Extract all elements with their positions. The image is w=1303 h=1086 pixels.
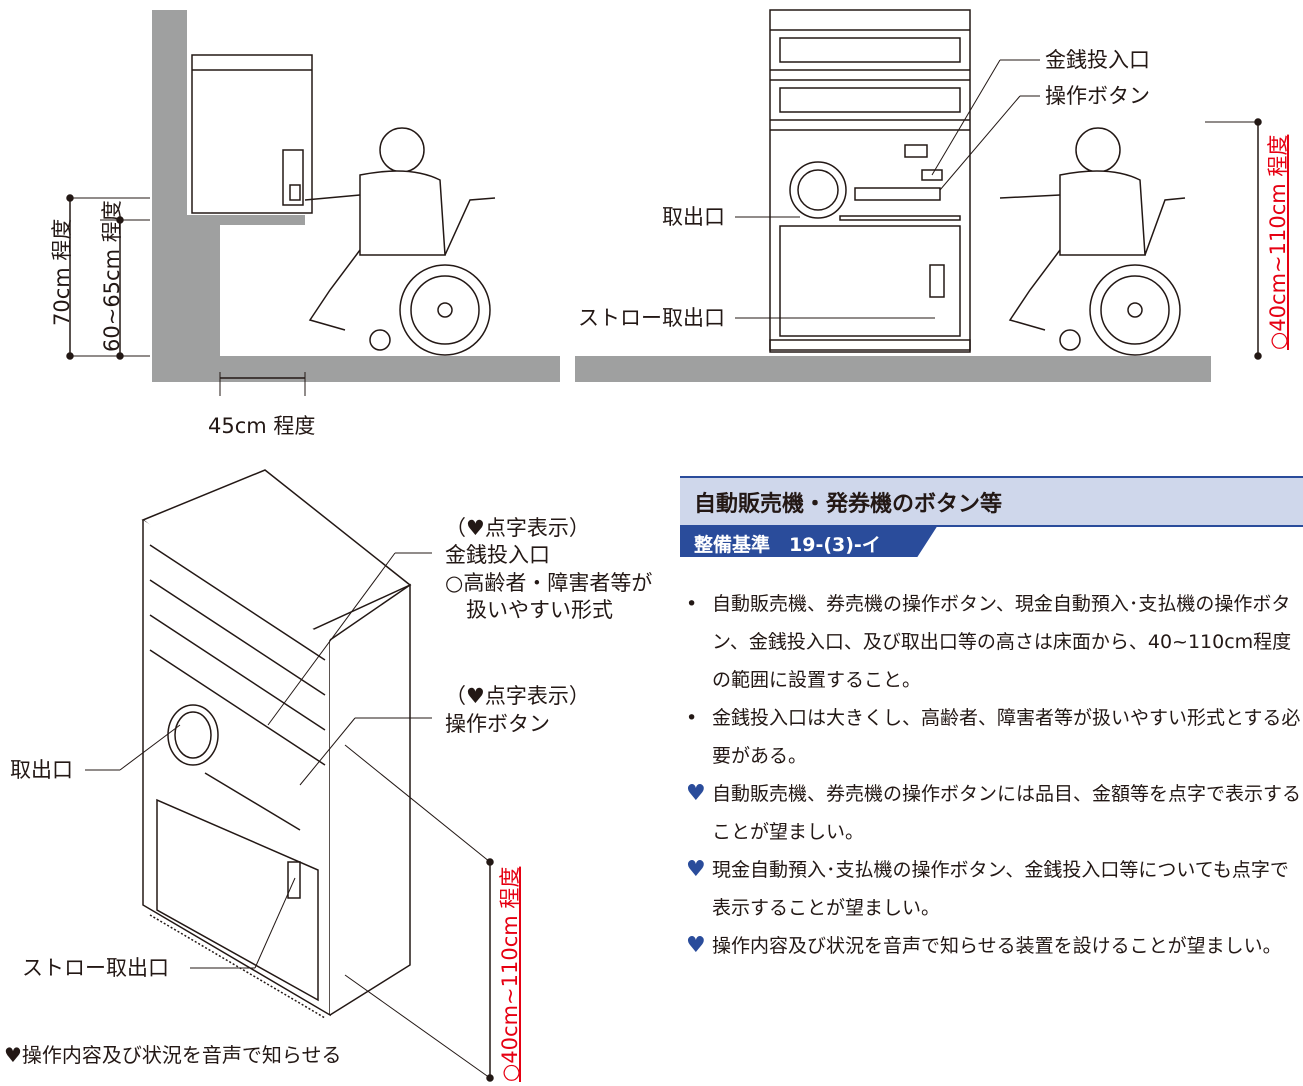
vending-isometric-drawing xyxy=(85,469,494,1082)
operation-button-label: 操作ボタン xyxy=(1045,84,1150,108)
tag-background xyxy=(680,525,938,557)
wheelchair-user-figure-2 xyxy=(999,127,1186,356)
card-title: 自動販売機・発券機のボタン等 xyxy=(680,476,1303,525)
operation-button-label-2: 操作ボタン xyxy=(445,712,550,736)
height-range-label-2: ○40cm~110cm 程度 xyxy=(498,866,522,1082)
requirement-item: ♥ 操作内容及び状況を音声で知らせる装置を設けることが望ましい。 xyxy=(680,927,1303,965)
wheelchair-user-figure xyxy=(304,127,496,356)
requirement-text: 自動販売機、券売機の操作ボタンには品目、金額等を点字で表示することが望ましい。 xyxy=(712,783,1302,843)
dim-60-65cm-label: 60~65cm 程度 xyxy=(100,200,124,352)
counter-section-drawing xyxy=(66,10,560,396)
straw-outlet-label: ストロー取出口 xyxy=(578,306,725,330)
braille-coin-label: （♥点字表示） xyxy=(445,516,590,540)
coin-slot-label: 金銭投入口 xyxy=(1045,48,1150,72)
outlet-label: 取出口 xyxy=(662,205,725,229)
requirement-text: 現金自動預入･支払機の操作ボタン、金銭投入口等についても点字で表示することが望ま… xyxy=(712,859,1289,919)
requirement-list: • 自動販売機、券売機の操作ボタン、現金自動預入･支払機の操作ボタン、金銭投入口、… xyxy=(680,585,1303,965)
coin-note-line-2: 扱いやすい形式 xyxy=(466,598,613,622)
height-range-label: ○40cm~110cm 程度 xyxy=(1266,134,1290,350)
requirement-item: • 金銭投入口は大きくし、高齢者、障害者等が扱いやすい形式とする必要がある。 xyxy=(680,699,1303,775)
voice-note-label: ♥操作内容及び状況を音声で知らせる xyxy=(4,1043,342,1067)
coin-slot-label-2: 金銭投入口 xyxy=(445,543,550,567)
requirement-text: 金銭投入口は大きくし、高齢者、障害者等が扱いやすい形式とする必要がある。 xyxy=(712,707,1301,767)
tag-rule xyxy=(680,525,1303,527)
braille-button-label: （♥点字表示） xyxy=(445,684,590,708)
heart-icon: ♥ xyxy=(686,857,706,882)
heart-icon: ♥ xyxy=(686,781,706,806)
requirement-item: • 自動販売機、券売機の操作ボタン、現金自動預入･支払機の操作ボタン、金銭投入口、… xyxy=(680,585,1303,699)
bullet-marker: • xyxy=(686,707,698,729)
vending-front-view-drawing xyxy=(575,9,1262,382)
outlet-label-2: 取出口 xyxy=(10,758,73,782)
requirement-item: ♥現金自動預入･支払機の操作ボタン、金銭投入口等についても点字で表示することが望… xyxy=(680,851,1303,927)
tag-text: 整備基準 19-(3)-イ xyxy=(694,534,881,556)
requirements-card: 自動販売機・発券機のボタン等 整備基準 19-(3)-イ • 自動販売機、券売機の… xyxy=(680,476,1303,965)
heart-icon: ♥ xyxy=(686,933,706,958)
bullet-marker: • xyxy=(686,593,698,615)
straw-outlet-label-2: ストロー取出口 xyxy=(22,956,169,980)
coin-note-line-1: ○高齢者・障害者等が xyxy=(445,571,653,595)
dim-70cm-label: 70cm 程度 xyxy=(50,218,74,326)
dim-45cm-label: 45cm 程度 xyxy=(208,414,316,438)
standard-tag: 整備基準 19-(3)-イ xyxy=(680,525,1303,557)
requirement-item: ♥自動販売機、券売機の操作ボタンには品目、金額等を点字で表示することが望ましい。 xyxy=(680,775,1303,851)
requirement-text: 自動販売機、券売機の操作ボタン、現金自動預入･支払機の操作ボタン、金銭投入口、及… xyxy=(712,593,1292,691)
requirement-text: 操作内容及び状況を音声で知らせる装置を設けることが望ましい。 xyxy=(712,935,1282,957)
